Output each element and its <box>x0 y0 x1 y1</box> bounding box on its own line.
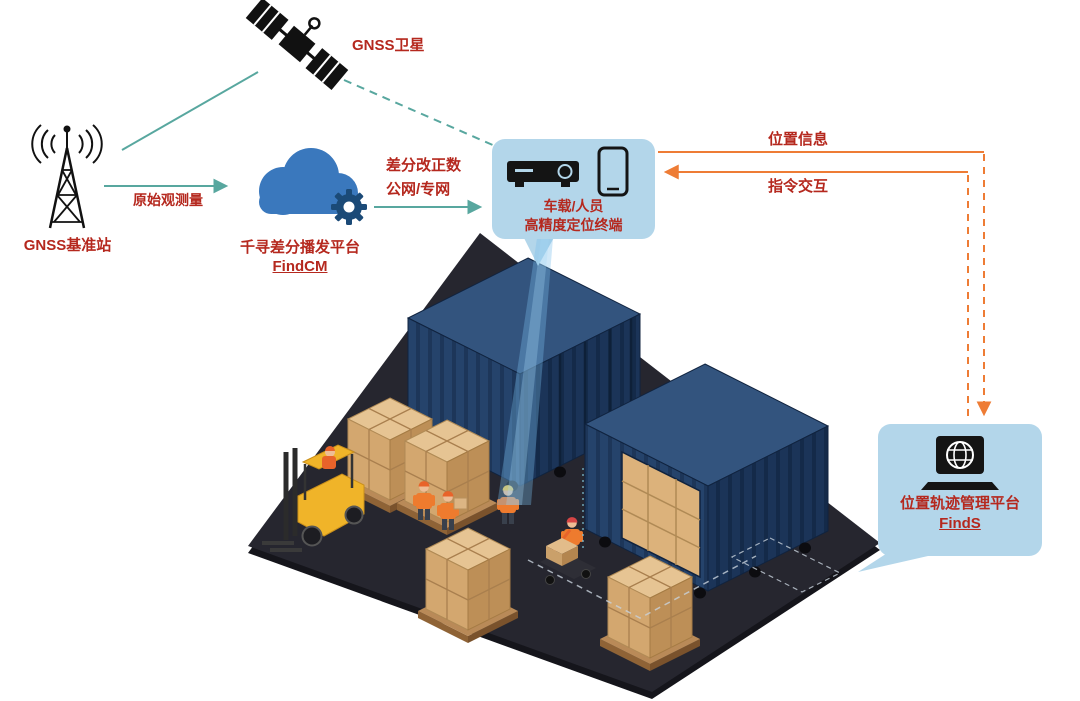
radio-tower-icon <box>31 124 103 229</box>
receiver-and-phone-icon <box>506 146 628 197</box>
satellite-icon <box>245 0 349 90</box>
carried-box-icon <box>453 497 468 510</box>
container-open-icon <box>583 363 830 599</box>
finds-platform-panel: 位置轨迹管理平台 FindS <box>878 424 1042 556</box>
positioning-beam <box>497 238 553 505</box>
cloud-platform-name: FindCM <box>272 258 328 275</box>
correction-label-line1: 差分改正数 <box>386 157 462 174</box>
terminal-label-line2: 高精度定位终端 <box>524 216 623 233</box>
finds-label-line1: 位置轨迹管理平台 <box>899 495 1020 512</box>
gear-icon <box>331 189 367 225</box>
cloud-platform-label: 千寻差分播发平台 <box>239 239 360 256</box>
terminal-label-line1: 车载/人员 <box>543 198 604 214</box>
forklift-icon <box>262 444 365 552</box>
finds-label-line2: FindS <box>939 515 981 533</box>
satellite-label: GNSS卫星 <box>352 37 425 54</box>
raw-observation-label: 原始观测量 <box>133 192 203 208</box>
pallet-jack-icon <box>540 529 596 585</box>
terminal-bubble-tail <box>522 234 556 266</box>
position-info-label: 位置信息 <box>768 131 829 148</box>
command-interaction-label: 指令交互 <box>768 178 829 195</box>
connection-lines <box>104 71 992 417</box>
cloud-gear-icon <box>259 148 367 225</box>
terminal-panel: 车载/人员 高精度定位终端 <box>492 139 655 239</box>
base-station-label: GNSS基准站 <box>23 237 112 254</box>
floor-guide-lines <box>527 468 842 619</box>
laptop-globe-icon <box>921 436 999 490</box>
correction-label-line2: 公网/专网 <box>386 181 451 198</box>
